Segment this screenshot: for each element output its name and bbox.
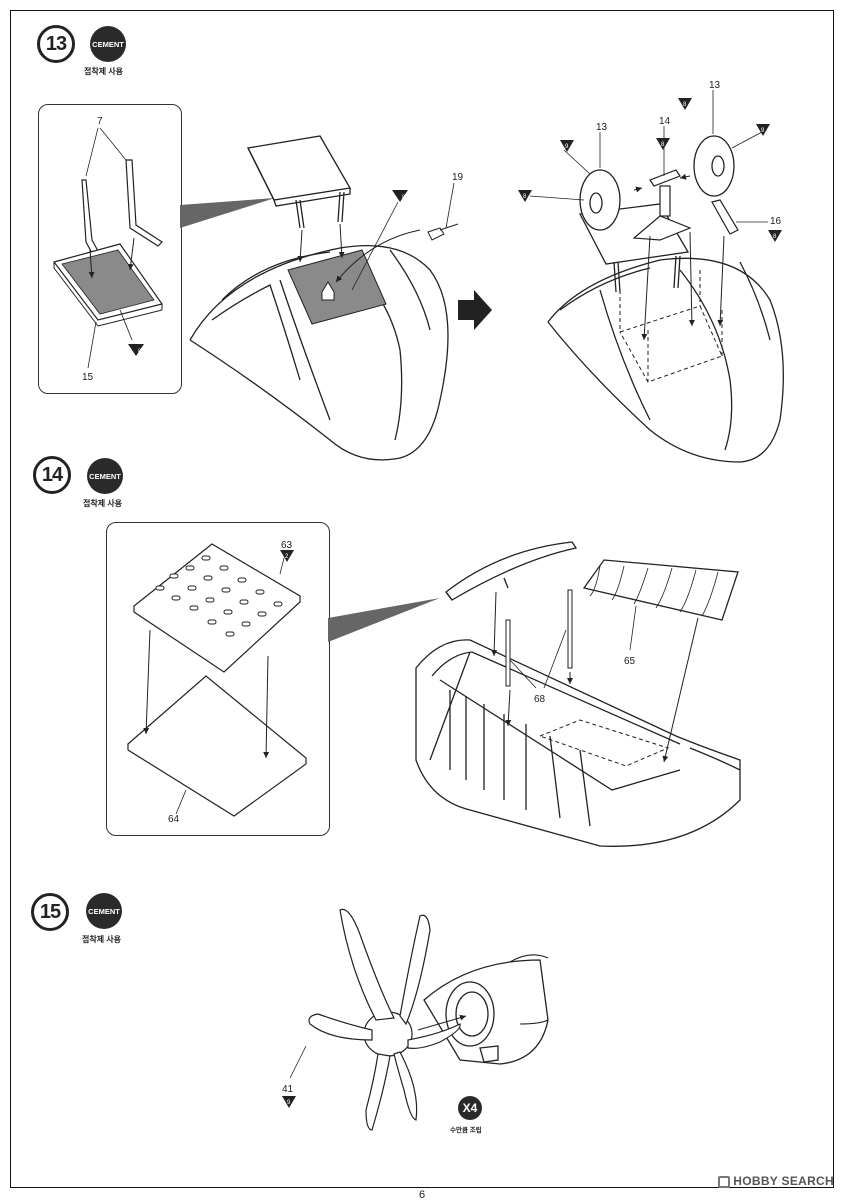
cement-badge-14: CEMENT [87, 458, 123, 494]
svg-text:9: 9 [761, 128, 765, 134]
step-14-number: 14 [33, 456, 71, 494]
label-part-15: 15 [82, 372, 94, 383]
label-part-19: 19 [452, 172, 464, 183]
label-part-64: 64 [168, 814, 180, 825]
label-part-63: 63 [281, 540, 293, 551]
svg-text:8: 8 [402, 195, 406, 201]
label-part-41: 41 [282, 1084, 294, 1095]
label-part-65: 65 [624, 656, 636, 667]
label-part-7: 7 [97, 116, 103, 127]
label-part-14: 14 [659, 116, 671, 127]
cement-label-13: 접착제 사용 [84, 67, 124, 76]
svg-text:2: 2 [285, 554, 289, 560]
svg-text:8: 8 [138, 349, 142, 355]
label-part-68: 68 [534, 694, 546, 705]
repeat-x4-label: 수만큼 조립 [450, 1127, 482, 1134]
callout-wedge-13 [180, 198, 275, 228]
repeat-x4-badge: X4 [458, 1096, 482, 1120]
cement-label-14: 접착제 사용 [83, 499, 123, 508]
label-part-13b: 13 [709, 80, 721, 91]
step-13-detail-inset [38, 104, 182, 394]
cement-badge-15: CEMENT [86, 893, 122, 929]
svg-text:8: 8 [523, 194, 527, 200]
step-14-detail-inset [106, 522, 330, 836]
watermark: HOBBY SEARCH [718, 1174, 834, 1188]
svg-text:8: 8 [661, 142, 665, 148]
part-15-panel [61, 249, 155, 315]
svg-text:9: 9 [287, 1100, 291, 1106]
step-13-number: 13 [37, 25, 75, 63]
page-number: 6 [418, 1189, 426, 1201]
page-frame [10, 10, 834, 1188]
cement-badge-13: CEMENT [90, 26, 126, 62]
label-part-16: 16 [770, 216, 782, 227]
cockpit-floor-grey [287, 249, 387, 325]
step-15-number: 15 [31, 893, 69, 931]
watermark-logo-icon [718, 1175, 731, 1188]
label-part-13a: 13 [596, 122, 608, 133]
callout-wedge-14 [328, 598, 440, 642]
svg-text:9: 9 [565, 144, 569, 150]
svg-text:8: 8 [683, 102, 687, 108]
svg-text:8: 8 [773, 234, 777, 240]
cement-label-15: 접착제 사용 [82, 935, 122, 944]
next-arrow [458, 290, 492, 330]
